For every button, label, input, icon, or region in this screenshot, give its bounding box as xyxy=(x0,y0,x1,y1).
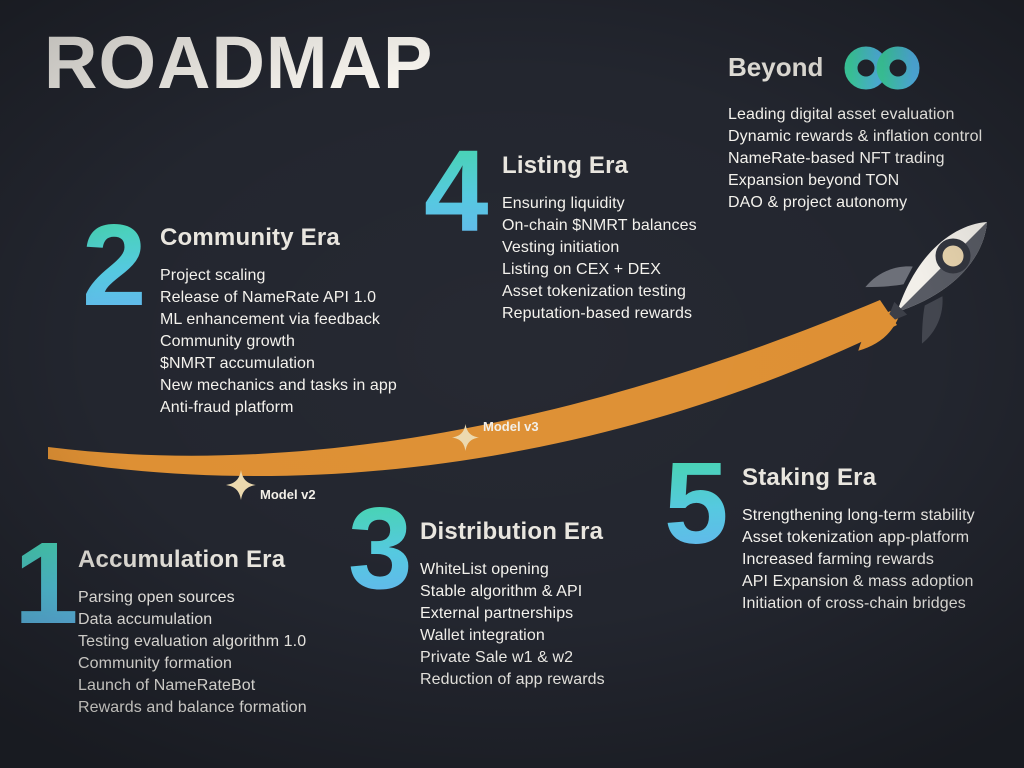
list-item: Project scaling xyxy=(160,266,266,284)
list-item: Testing evaluation algorithm 1.0 xyxy=(78,632,307,650)
list-item: $NMRT accumulation xyxy=(160,354,316,372)
list-item: API Expansion & mass adoption xyxy=(742,572,974,590)
list-item: DAO & project autonomy xyxy=(728,194,908,211)
era-1-title: Accumulation Era xyxy=(78,546,286,573)
infinity-icon xyxy=(844,46,920,90)
milestone-model-v3-label: Model v3 xyxy=(483,419,539,434)
list-item: New mechanics and tasks in app xyxy=(160,376,397,394)
list-item: Community formation xyxy=(78,654,232,672)
list-item: Asset tokenization testing xyxy=(502,282,687,300)
era-1-number: 1 xyxy=(14,518,79,648)
list-item: Parsing open sources xyxy=(78,588,235,606)
list-item: Vesting initiation xyxy=(502,238,620,256)
list-item: Release of NameRate API 1.0 xyxy=(160,288,377,306)
milestone-model-v2-label: Model v2 xyxy=(260,487,316,502)
rocket-flame xyxy=(858,306,903,351)
era-5-title: Staking Era xyxy=(742,464,877,491)
beyond-title: Beyond xyxy=(728,52,824,83)
list-item: ML enhancement via feedback xyxy=(160,310,381,328)
list-item: Listing on CEX + DEX xyxy=(502,260,661,278)
list-item: Stable algorithm & API xyxy=(420,582,583,600)
era-3-number: 3 xyxy=(348,483,413,613)
sparkle-icon xyxy=(452,424,479,451)
beyond-header: Beyond xyxy=(728,44,982,92)
list-item: Ensuring liquidity xyxy=(502,194,625,212)
list-item: Strengthening long-term stability xyxy=(742,506,975,524)
section-era-staking: Staking Era Strengthening long-term stab… xyxy=(742,464,975,615)
list-item: Launch of NameRateBot xyxy=(78,676,256,694)
list-item: Dynamic rewards & inflation control xyxy=(728,128,983,145)
list-item: Reduction of app rewards xyxy=(420,670,605,688)
list-item: Asset tokenization app-platform xyxy=(742,528,970,546)
list-item: Expansion beyond TON xyxy=(728,172,900,189)
era-2-number: 2 xyxy=(82,200,147,330)
list-item: Rewards and balance formation xyxy=(78,698,307,716)
rocket-icon xyxy=(858,222,987,351)
page-title: ROADMAP xyxy=(44,21,434,104)
sparkle-icon xyxy=(226,470,256,500)
list-item: Wallet integration xyxy=(420,626,545,644)
era-4-title: Listing Era xyxy=(502,152,629,179)
era-3-title: Distribution Era xyxy=(420,518,604,545)
rocket-window xyxy=(935,238,971,274)
list-item: Increased farming rewards xyxy=(742,550,934,568)
era-2-title: Community Era xyxy=(160,224,340,251)
list-item: Private Sale w1 & w2 xyxy=(420,648,574,666)
list-item: NameRate-based NFT trading xyxy=(728,150,945,167)
list-item: Data accumulation xyxy=(78,610,213,628)
list-item: Initiation of cross-chain bridges xyxy=(742,594,966,612)
list-item: On-chain $NMRT balances xyxy=(502,216,697,234)
list-item: External partnerships xyxy=(420,604,574,622)
list-item: Reputation-based rewards xyxy=(502,304,693,322)
era-4-number: 4 xyxy=(424,126,489,256)
list-item: WhiteList opening xyxy=(420,560,549,578)
list-item: Anti-fraud platform xyxy=(160,398,294,416)
era-5-number: 5 xyxy=(664,438,729,568)
list-item: Community growth xyxy=(160,332,295,350)
list-item: Leading digital asset evaluation xyxy=(728,106,955,123)
